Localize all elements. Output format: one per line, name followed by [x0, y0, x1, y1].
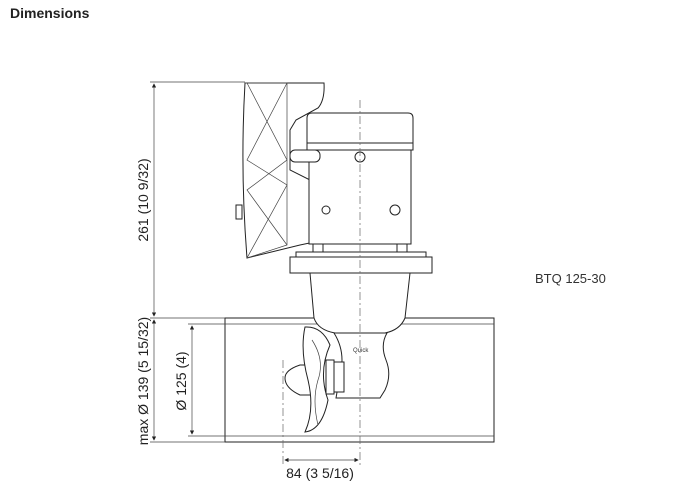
- propeller: [284, 326, 335, 433]
- svg-text:261 (10 9/32): 261 (10 9/32): [135, 158, 151, 241]
- propeller-offset-dimension: 84 (3 5/16): [284, 457, 359, 481]
- mounting-flange: [289, 256, 433, 274]
- height-dimension: 261 (10 9/32): [135, 81, 245, 317]
- svg-text:84 (3 5/16): 84 (3 5/16): [286, 465, 354, 481]
- tunnel-diameter-dimension: Ø 125 (4): [173, 323, 225, 437]
- svg-text:max Ø 139 (5 15/32): max Ø 139 (5 15/32): [135, 317, 151, 445]
- max-diameter-dimension: max Ø 139 (5 15/32): [135, 317, 225, 445]
- section-title: Dimensions: [10, 5, 90, 21]
- brand-mark: Quick: [353, 348, 369, 354]
- svg-text:Ø 125 (4): Ø 125 (4): [173, 351, 189, 410]
- model-label: BTQ 125-30: [535, 271, 606, 286]
- control-box: [235, 82, 325, 259]
